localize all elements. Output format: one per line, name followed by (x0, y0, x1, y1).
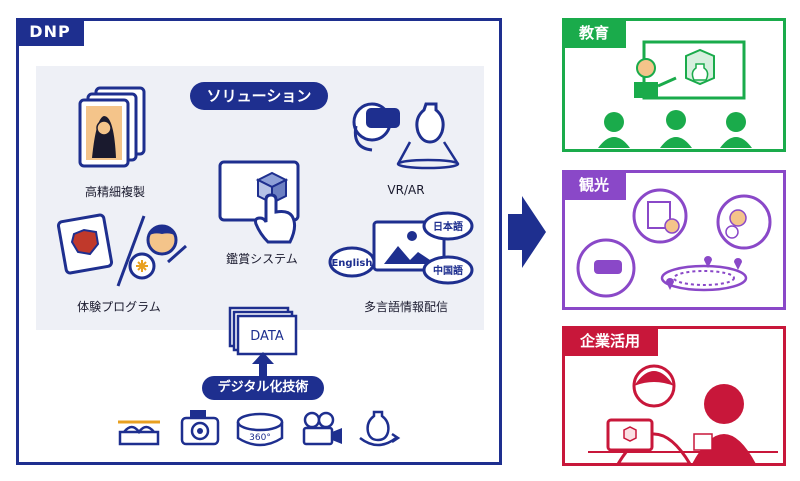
chinese-bubble-text: 中国語 (433, 264, 463, 277)
camera-360-icon: 360° (236, 412, 284, 447)
education-scene-icon (598, 40, 752, 148)
dnp-label: DNP (16, 18, 84, 46)
solution-badge: ソリューション (190, 82, 328, 110)
tourism-scene-icon (576, 188, 772, 298)
multilingual-icon: English 日本語 中国語 (328, 211, 474, 285)
tourism-label: 観光 (562, 170, 626, 200)
education-label: 教育 (562, 18, 626, 48)
dnp-frame (16, 18, 502, 465)
vrar-label: VR/AR (387, 183, 425, 197)
enterprise-scene-icon (588, 364, 778, 466)
enterprise-label: 企業活用 (562, 326, 658, 356)
flow-arrow-icon (508, 196, 546, 268)
vase-3d-scan-icon (359, 410, 401, 447)
reproduction-label: 高精細複製 (84, 185, 145, 199)
data-documents-icon: DATA (228, 306, 298, 356)
camera-icon (180, 410, 220, 446)
experience-label: 体験プログラム (77, 300, 161, 314)
japanese-bubble-text: 日本語 (433, 220, 463, 233)
video-camera-icon (302, 411, 342, 446)
appreciation-system-icon (218, 160, 300, 244)
multilingual-label: 多言語情報配信 (363, 300, 448, 314)
data-label: DATA (250, 329, 284, 344)
appreciation-label: 鑑賞システム (226, 252, 298, 266)
camera-360-label: 360° (249, 433, 271, 443)
up-arrow-icon (252, 352, 274, 378)
digitization-badge: デジタル化技術 (202, 376, 324, 400)
english-bubble-text: English (331, 258, 372, 269)
reproduction-icon (78, 86, 146, 168)
scanner-icon (118, 420, 160, 446)
experience-program-icon (56, 213, 187, 287)
vr-headset-icon (352, 102, 460, 170)
